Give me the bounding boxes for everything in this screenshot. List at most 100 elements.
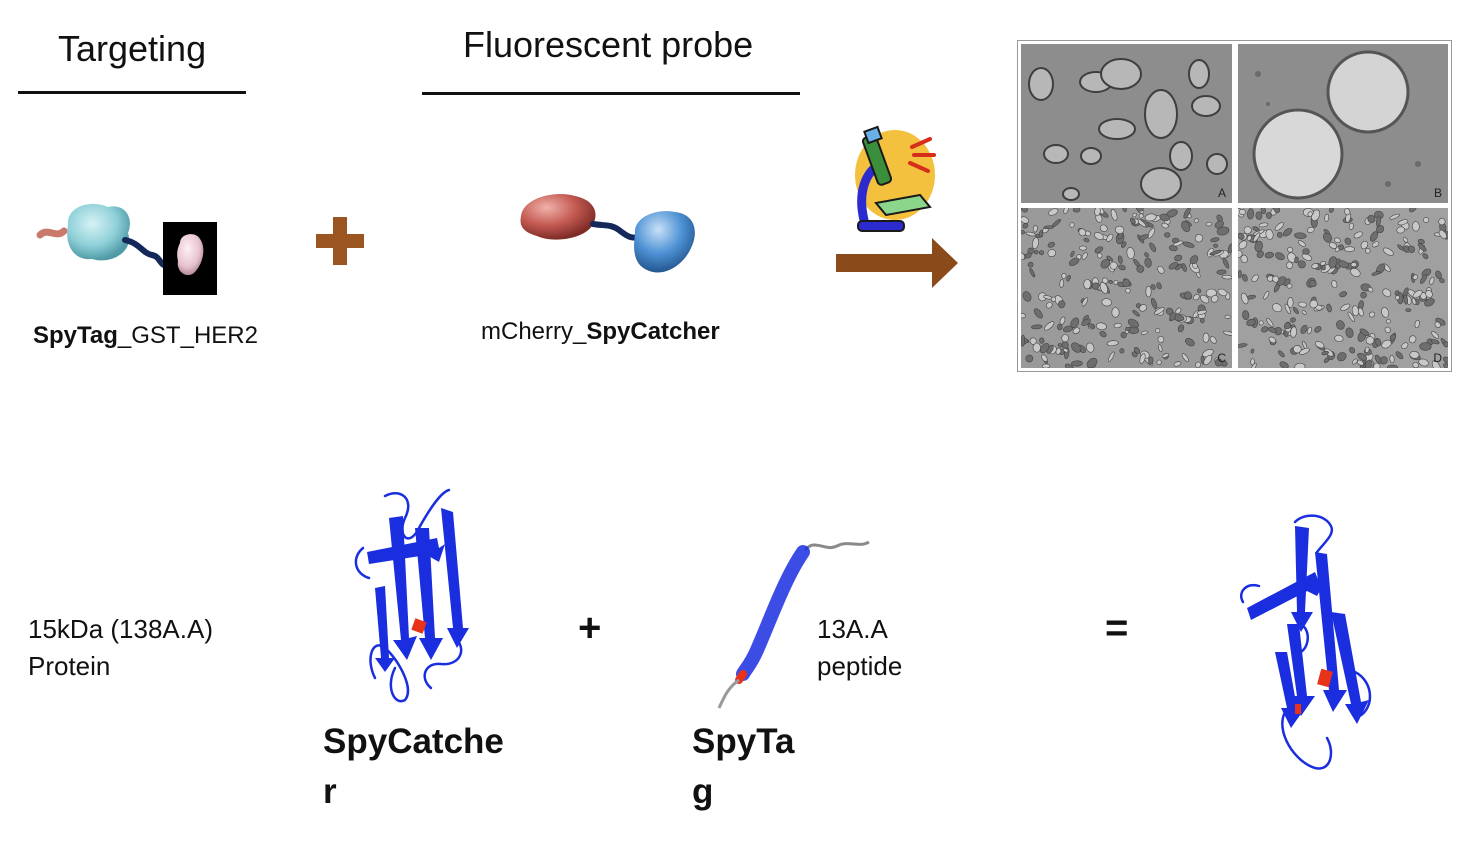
- cell-texture: [1063, 348, 1069, 353]
- cell-texture: [1086, 357, 1098, 368]
- cell-texture: [1192, 294, 1200, 301]
- microscope-icon: [855, 125, 936, 232]
- cell-texture: [1181, 353, 1189, 362]
- cell-texture: [1443, 341, 1448, 348]
- plus-sign: +: [578, 606, 602, 650]
- cell-texture: [1376, 215, 1381, 227]
- cell-texture: [1255, 211, 1263, 220]
- cell-texture: [1314, 326, 1322, 333]
- cell-texture: [1344, 237, 1352, 245]
- cell-texture: [1136, 265, 1145, 273]
- cell-texture: [1382, 288, 1392, 297]
- cell-texture: [1328, 208, 1334, 213]
- cell-texture: [1425, 290, 1433, 298]
- cell-texture: [1268, 326, 1278, 333]
- cell-texture: [1021, 229, 1026, 235]
- cell-texture: [1025, 231, 1037, 237]
- cell-texture: [1224, 314, 1231, 319]
- cell-texture: [1202, 332, 1210, 343]
- arrow-right-icon: [836, 238, 958, 288]
- cell-texture: [1328, 242, 1338, 249]
- cell-texture: [1311, 263, 1319, 269]
- cell-texture: [1155, 328, 1161, 334]
- cell-texture: [1156, 359, 1162, 365]
- micrograph-panel-a: A: [1021, 44, 1232, 203]
- cell-texture: [1439, 278, 1445, 284]
- cell-texture: [1194, 234, 1203, 243]
- cell-texture: [1272, 275, 1279, 283]
- cell-texture: [1222, 257, 1230, 269]
- cell-texture: [1395, 351, 1404, 360]
- cell-texture: [1275, 252, 1285, 261]
- cell-texture: [1438, 217, 1446, 226]
- cell-texture: [1353, 231, 1363, 239]
- cell-texture: [1061, 334, 1069, 343]
- cell-texture: [1344, 246, 1355, 253]
- cell-texture: [1101, 298, 1112, 307]
- cell-texture: [1138, 213, 1144, 219]
- cell-texture: [1422, 253, 1429, 260]
- cell-texture: [1331, 280, 1338, 289]
- cell-texture: [1189, 255, 1199, 265]
- cell-texture: [1022, 223, 1029, 229]
- cell-texture: [1032, 225, 1038, 233]
- cell-texture: [1242, 310, 1250, 320]
- cell-texture: [1130, 217, 1136, 225]
- cell-texture: [1277, 350, 1285, 358]
- cell-texture: [1113, 280, 1119, 285]
- spytag-bold-label: SpyTag: [33, 322, 118, 349]
- targeting-construct-label: SpyTag_GST_HER2: [33, 322, 258, 350]
- cell-texture: [1241, 273, 1248, 282]
- cell-texture: [1347, 311, 1355, 323]
- cell-texture: [1159, 213, 1170, 222]
- cell-texture: [1371, 270, 1381, 276]
- cell-texture: [1307, 326, 1312, 335]
- cell-texture: [1307, 211, 1313, 217]
- cell-texture: [1032, 237, 1039, 250]
- cell-texture: [1430, 339, 1440, 345]
- probe-underline: [422, 92, 800, 95]
- cell-texture: [1340, 303, 1351, 311]
- fluorescent-probe-heading: Fluorescent probe: [463, 24, 754, 65]
- cell-texture: [1274, 222, 1284, 231]
- cell-texture: [1395, 295, 1400, 301]
- cell-texture: [1336, 320, 1345, 330]
- cell-texture: [1168, 245, 1178, 252]
- cell-texture: [1025, 354, 1034, 363]
- cell-texture: [1139, 353, 1146, 364]
- targeting-underline: [18, 91, 246, 94]
- reactive-lysine: [411, 618, 427, 634]
- spycatcher-name: SpyCatcher: [323, 722, 504, 811]
- cell-texture: [1185, 338, 1195, 347]
- cell-texture: [1106, 233, 1114, 242]
- cell-texture: [1029, 337, 1037, 345]
- cell-texture: [1081, 318, 1091, 326]
- cell-texture: [1172, 237, 1180, 244]
- cell-texture: [1238, 240, 1248, 250]
- cell-texture: [1132, 212, 1137, 218]
- cell-texture: [1443, 363, 1448, 368]
- cell-texture: [1403, 294, 1409, 305]
- cell-texture: [1039, 342, 1050, 354]
- cell-texture: [1344, 208, 1351, 216]
- brown-plus-icon: [316, 217, 364, 265]
- cell-texture: [1386, 319, 1391, 324]
- cell-texture: [1227, 243, 1232, 254]
- cell-texture: [1294, 362, 1306, 368]
- cell-texture: [1099, 281, 1108, 294]
- cell-texture: [1144, 252, 1149, 258]
- cell-texture: [1290, 326, 1297, 338]
- cell-texture: [1122, 278, 1130, 288]
- cell-texture: [1150, 297, 1158, 310]
- cell-texture: [1135, 208, 1144, 212]
- cell-texture: [1099, 330, 1107, 338]
- cell-texture: [1246, 318, 1256, 327]
- cell-texture: [1184, 291, 1192, 300]
- cell-texture: [1144, 257, 1152, 268]
- cell-texture: [1240, 292, 1249, 305]
- cell-texture: [1408, 335, 1417, 344]
- cell-texture: [1321, 350, 1329, 356]
- cell-texture: [1041, 363, 1051, 368]
- cell-texture: [1407, 245, 1416, 253]
- cell-texture: [1041, 354, 1048, 362]
